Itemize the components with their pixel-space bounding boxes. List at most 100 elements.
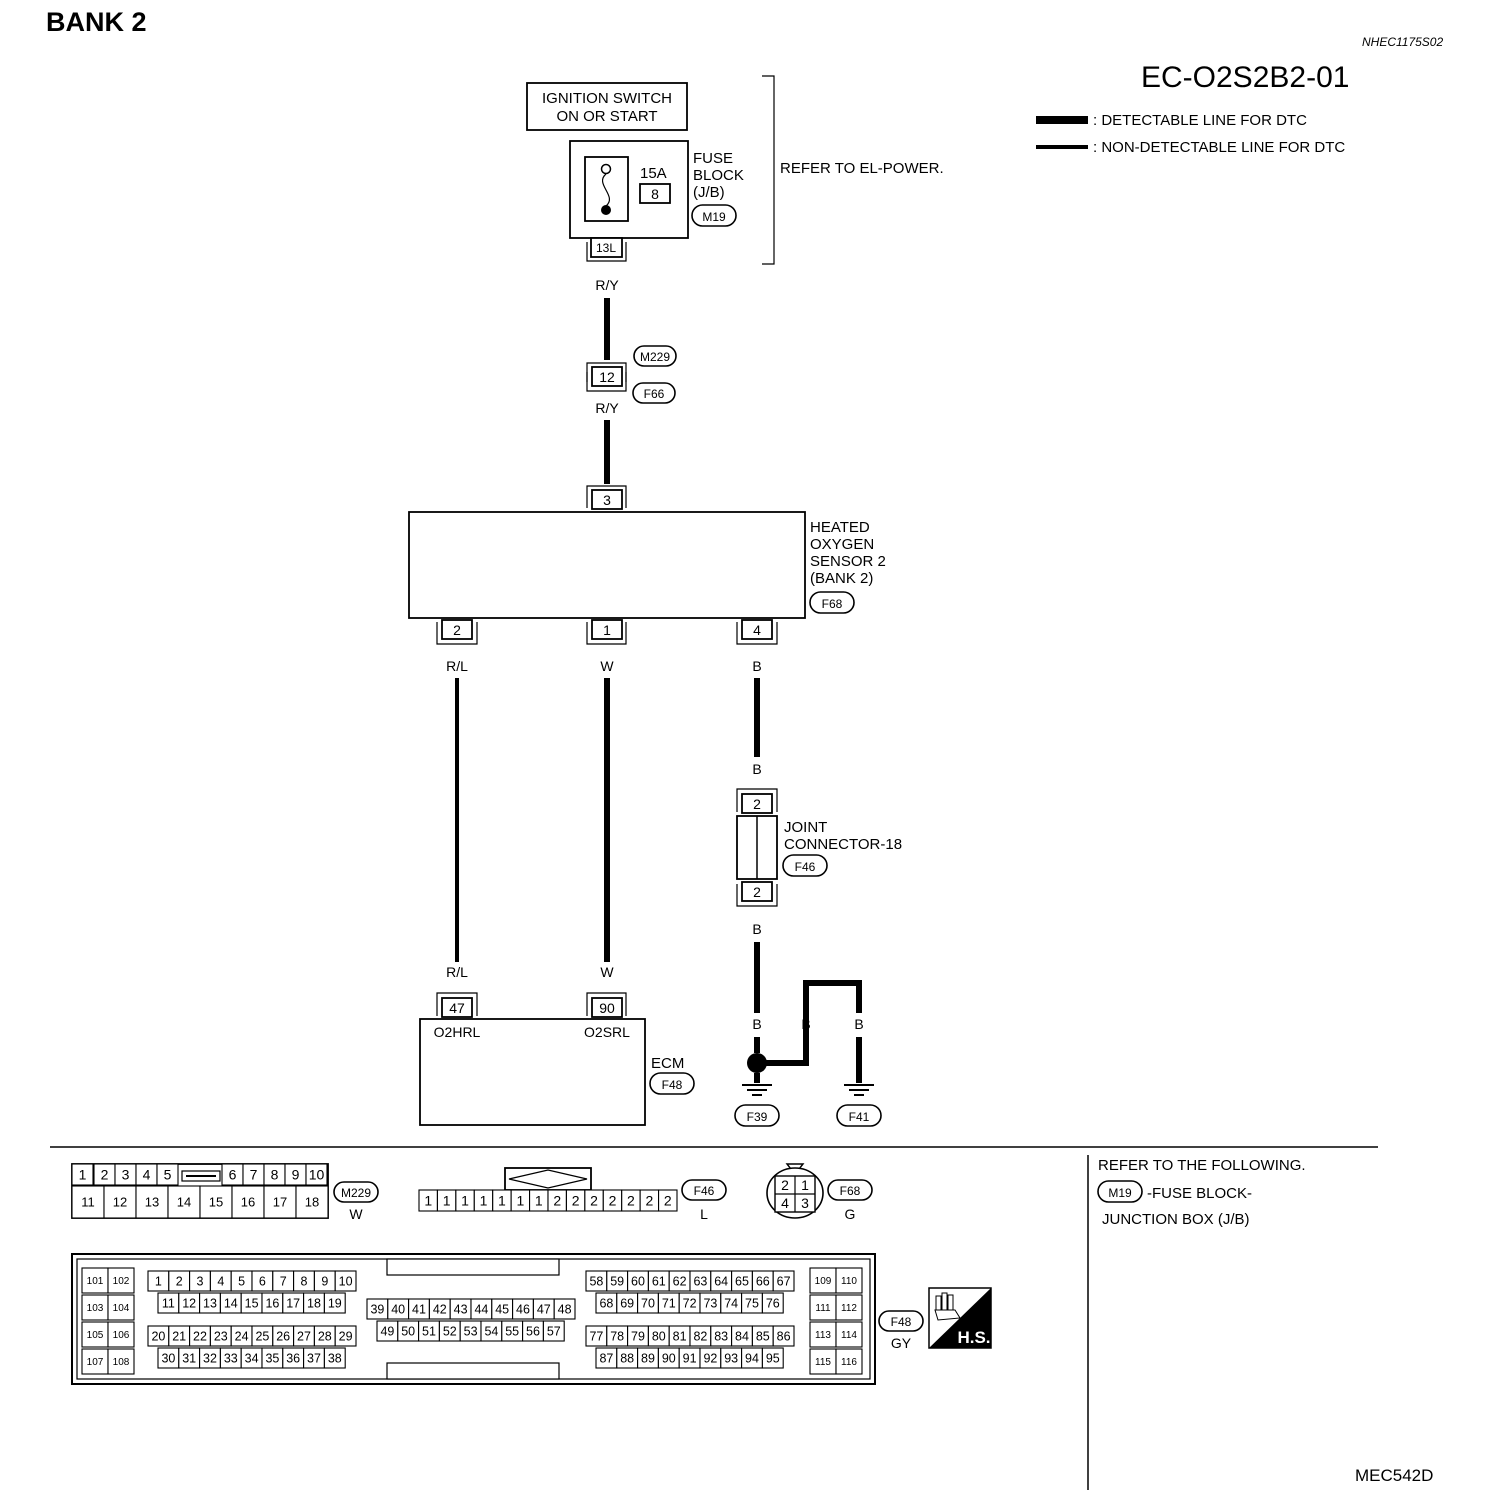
hand-icon: [934, 1292, 961, 1321]
f48-pin-114-label: 114: [841, 1330, 857, 1341]
f48-pin-18-label: 18: [307, 1297, 321, 1311]
harness-connector-m229-f66: 12 M229 F66: [586, 345, 677, 404]
fuse-label-line2: BLOCK: [693, 167, 744, 184]
refer-heading: REFER TO THE FOLLOWING.: [1098, 1157, 1306, 1174]
fuse-element-icon: [602, 173, 610, 207]
figure-code: MEC542D: [1355, 1466, 1433, 1485]
wire-label-b1: B: [752, 658, 761, 674]
f48-pin-23-label: 23: [214, 1330, 228, 1344]
m229-pin-8-label: 8: [271, 1167, 279, 1183]
f48-pin-105-label: 105: [87, 1330, 104, 1341]
f48-pin-94-label: 94: [745, 1352, 759, 1366]
f46-pin-10-label: 2: [590, 1193, 598, 1209]
f48-pin-40-label: 40: [391, 1303, 405, 1317]
joint-label-line2: CONNECTOR-18: [784, 836, 902, 853]
f48-pin-112-label: 112: [841, 1303, 857, 1314]
legend: : DETECTABLE LINE FOR DTC : NON-DETECTAB…: [1036, 112, 1345, 156]
f46-pin-11-label: 2: [609, 1193, 617, 1209]
f48-pin-5-label: 5: [238, 1275, 245, 1289]
m229-pin-9-label: 9: [292, 1167, 300, 1183]
ignition-line1: IGNITION SWITCH: [542, 90, 672, 107]
f48-pin-12-label: 12: [182, 1297, 196, 1311]
sensor-label-line4: (BANK 2): [810, 570, 873, 587]
badge-label: H.S.: [957, 1328, 990, 1347]
wire-label-rl-top: R/L: [446, 658, 468, 674]
f48-pin-38-cell: [323, 1347, 346, 1369]
f48-pin-74-label: 74: [724, 1297, 738, 1311]
wire-label-b4: B: [752, 1016, 761, 1032]
f48-pin-103-cell: [81, 1294, 109, 1321]
f48-pin-42-label: 42: [433, 1303, 447, 1317]
f48-pin-116-cell: [835, 1348, 863, 1375]
f48-pin-64-label: 64: [714, 1275, 728, 1289]
connector-f48-id: F48: [891, 1315, 912, 1329]
ground-f39: F39: [734, 1084, 780, 1127]
f48-pin-69-label: 69: [620, 1297, 634, 1311]
f48-pin-112-cell: [835, 1294, 863, 1321]
m229-pin-18-cell: [295, 1185, 329, 1219]
f48-pin-59-label: 59: [610, 1275, 624, 1289]
ground-f41: F41: [836, 1084, 882, 1127]
f48-pin-48-label: 48: [558, 1303, 572, 1317]
f48-pin-53-label: 53: [464, 1325, 478, 1339]
f48-pin-15-label: 15: [245, 1297, 259, 1311]
fuse-label-line1: FUSE: [693, 150, 733, 167]
connector-f48-color: GY: [891, 1335, 912, 1351]
f48-pin-83-label: 83: [714, 1330, 728, 1344]
f48-pin-32-label: 32: [203, 1352, 217, 1366]
joint-connector-18: 2 2 JOINT CONNECTOR-18 F46: [736, 788, 902, 907]
f48-pin-78-label: 78: [610, 1330, 624, 1344]
f48-pin-29-cell: [334, 1325, 357, 1347]
f48-pin-91-label: 91: [683, 1352, 697, 1366]
f48-pin-101-label: 101: [87, 1276, 104, 1287]
fuse-terminal: 13L: [596, 241, 616, 255]
f48-pin-113-label: 113: [815, 1330, 831, 1341]
wire-label-b5: B: [801, 1016, 810, 1032]
f48-pin-107-label: 107: [87, 1357, 104, 1368]
f48-pin-25-label: 25: [255, 1330, 269, 1344]
m229-pin-3-label: 3: [122, 1167, 130, 1183]
f48-pin-86-label: 86: [777, 1330, 791, 1344]
f48-pin-45-label: 45: [495, 1303, 509, 1317]
fuse-rating: 15A: [640, 165, 667, 182]
f48-pin-105-cell: [81, 1321, 109, 1348]
f48-pin-115-cell: [809, 1348, 837, 1375]
joint-connector-id: F46: [795, 860, 816, 874]
ignition-switch-box: IGNITION SWITCH ON OR START: [526, 82, 688, 131]
f48-pin-73-label: 73: [703, 1297, 717, 1311]
f48-pin-79-label: 79: [631, 1330, 645, 1344]
m229-pin-13-label: 13: [145, 1195, 159, 1210]
f48-pin-28-label: 28: [318, 1330, 332, 1344]
f48-pin-29-label: 29: [339, 1330, 353, 1344]
f48-pin-50-label: 50: [401, 1325, 415, 1339]
connector-m229-id: M229: [341, 1186, 371, 1200]
harness-side-badge: H.S.: [928, 1287, 992, 1349]
f46-pin-2-label: 1: [443, 1193, 451, 1209]
f48-pin-37-label: 37: [307, 1352, 321, 1366]
f48-pin-44-label: 44: [474, 1303, 488, 1317]
connector-f68-face: 2 1 4 3 F68 G: [766, 1163, 873, 1222]
f48-pin-7-label: 7: [280, 1275, 287, 1289]
f46-pin-3-label: 1: [461, 1193, 469, 1209]
f48-pin-114-cell: [835, 1321, 863, 1348]
joint-label-line1: JOINT: [784, 819, 827, 836]
fuse-label-line3: (J/B): [693, 184, 725, 201]
f48-pin-22-label: 22: [193, 1330, 207, 1344]
f48-pin-87-label: 87: [599, 1352, 613, 1366]
f48-pin-92-label: 92: [703, 1352, 717, 1366]
refer-el-power: REFER TO EL-POWER.: [780, 160, 944, 177]
m229-pin-5-cell: [156, 1163, 179, 1186]
f48-pin-108-label: 108: [113, 1357, 130, 1368]
ground-id-2: F41: [849, 1110, 870, 1124]
f48-pin-49-label: 49: [380, 1325, 394, 1339]
f48-pin-20-label: 20: [151, 1330, 165, 1344]
fuse-terminal-open-icon: [600, 163, 612, 175]
f48-pin-111-label: 111: [815, 1303, 831, 1314]
f48-pin-82-label: 82: [693, 1330, 707, 1344]
refer-line1: -FUSE BLOCK-: [1147, 1185, 1252, 1202]
sensor-label-line1: HEATED: [810, 519, 870, 536]
f48-pin-43-label: 43: [454, 1303, 468, 1317]
f48-pin-85-label: 85: [756, 1330, 770, 1344]
